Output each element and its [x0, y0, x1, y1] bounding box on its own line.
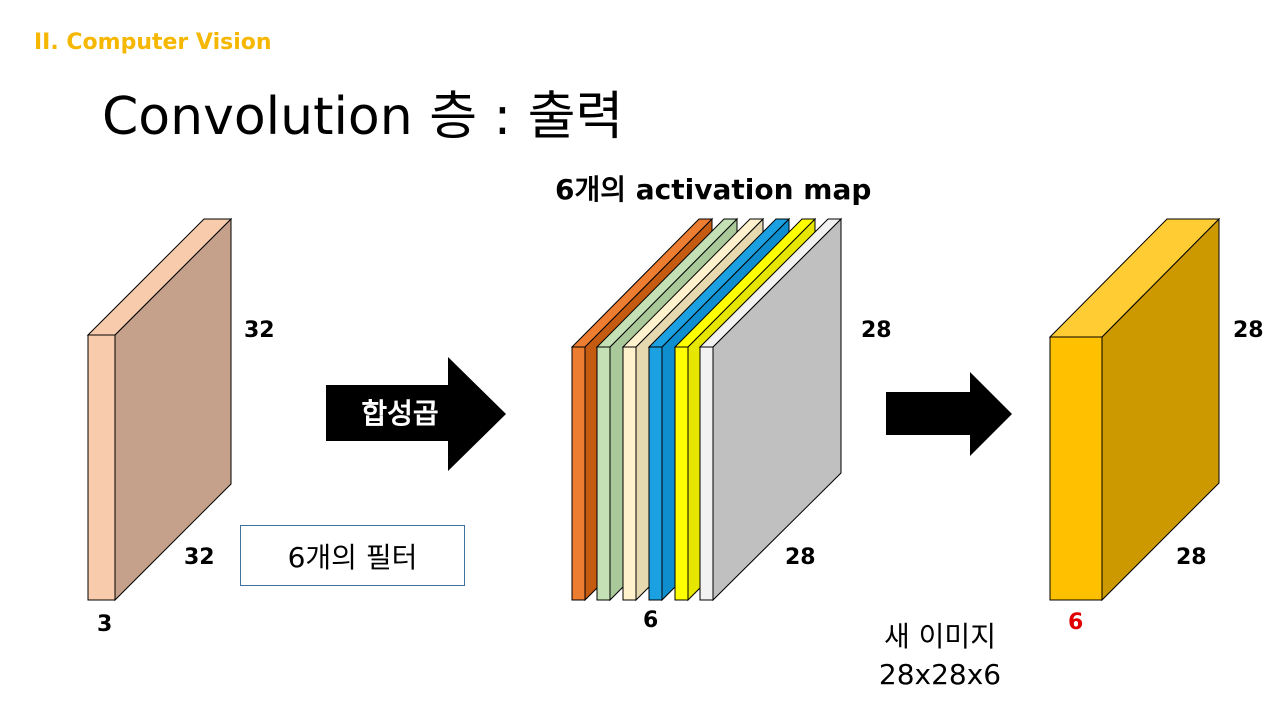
output-width-label: 28: [1176, 545, 1207, 570]
input-width-label: 32: [184, 545, 215, 570]
section-label: II. Computer Vision: [34, 30, 272, 55]
input-volume: [86, 217, 233, 602]
input-height-label: 32: [244, 318, 275, 343]
output-volume-front: [1049, 336, 1103, 601]
input-volume-front: [87, 334, 116, 601]
convolution-arrow-label: 합성곱: [361, 397, 439, 430]
output-arrow: [886, 372, 1012, 456]
convolution-arrow: [326, 357, 506, 471]
slide-title: Convolution 층 : 출력: [102, 87, 624, 147]
filter-count-text: 6개의 필터: [287, 540, 418, 574]
output-volume: [1048, 217, 1221, 602]
activation-map-slab-6: [698, 217, 843, 602]
output-height-label: 28: [1233, 318, 1264, 343]
activation-count-label: 6: [643, 608, 659, 633]
output-depth-label: 6: [1068, 610, 1084, 635]
new-image-caption: 새 이미지 28x28x6: [860, 618, 1020, 694]
filter-count-box: 6개의 필터: [240, 525, 465, 586]
activation-width-label: 28: [785, 545, 816, 570]
new-image-line1: 새 이미지: [884, 620, 996, 653]
input-depth-label: 3: [97, 612, 113, 637]
activation-map-heading: 6개의 activation map: [555, 173, 872, 206]
new-image-line2: 28x28x6: [878, 658, 1002, 691]
activation-height-label: 28: [861, 318, 892, 343]
